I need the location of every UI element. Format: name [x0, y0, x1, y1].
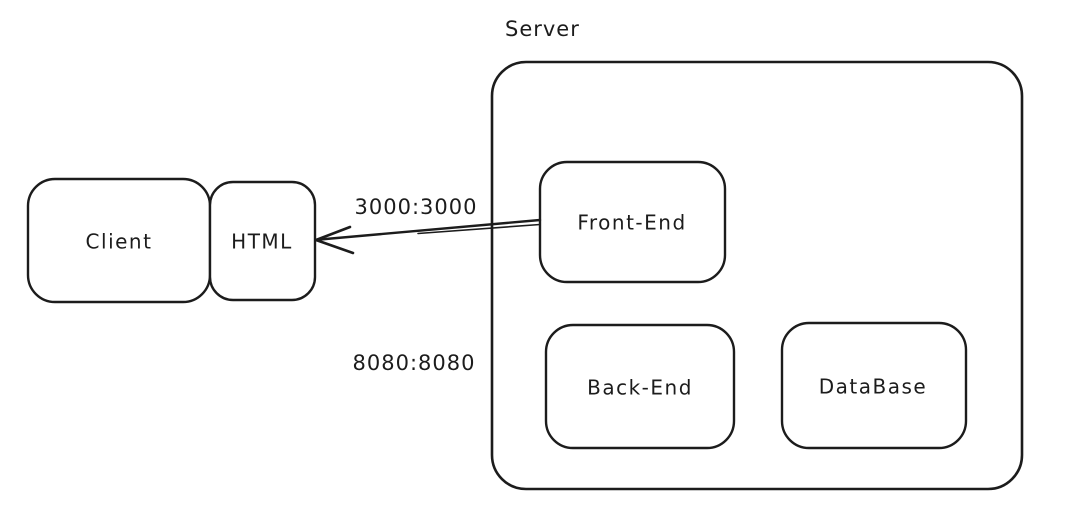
port-3000-label: 3000:3000	[355, 195, 478, 219]
arrow-shaft-line	[318, 218, 542, 241]
port-8080-label: 8080:8080	[353, 351, 476, 375]
back-end-node-box	[544, 323, 736, 450]
database-node-box	[780, 321, 968, 450]
html-node-label: HTML	[231, 230, 293, 254]
front-end-node-label: Front-End	[577, 211, 686, 235]
arrow-shaft-doubling-line	[417, 223, 541, 235]
server-group-box	[490, 60, 1024, 491]
arrowhead-left-icon	[314, 225, 355, 255]
server-group-label: Server	[505, 17, 580, 41]
back-end-node-label: Back-End	[587, 376, 693, 400]
front-end-to-html-arrow	[314, 218, 542, 255]
html-node-box	[208, 180, 317, 302]
client-node-label: Client	[86, 230, 153, 254]
database-node-label: DataBase	[819, 375, 927, 399]
front-end-node-box	[538, 160, 727, 284]
